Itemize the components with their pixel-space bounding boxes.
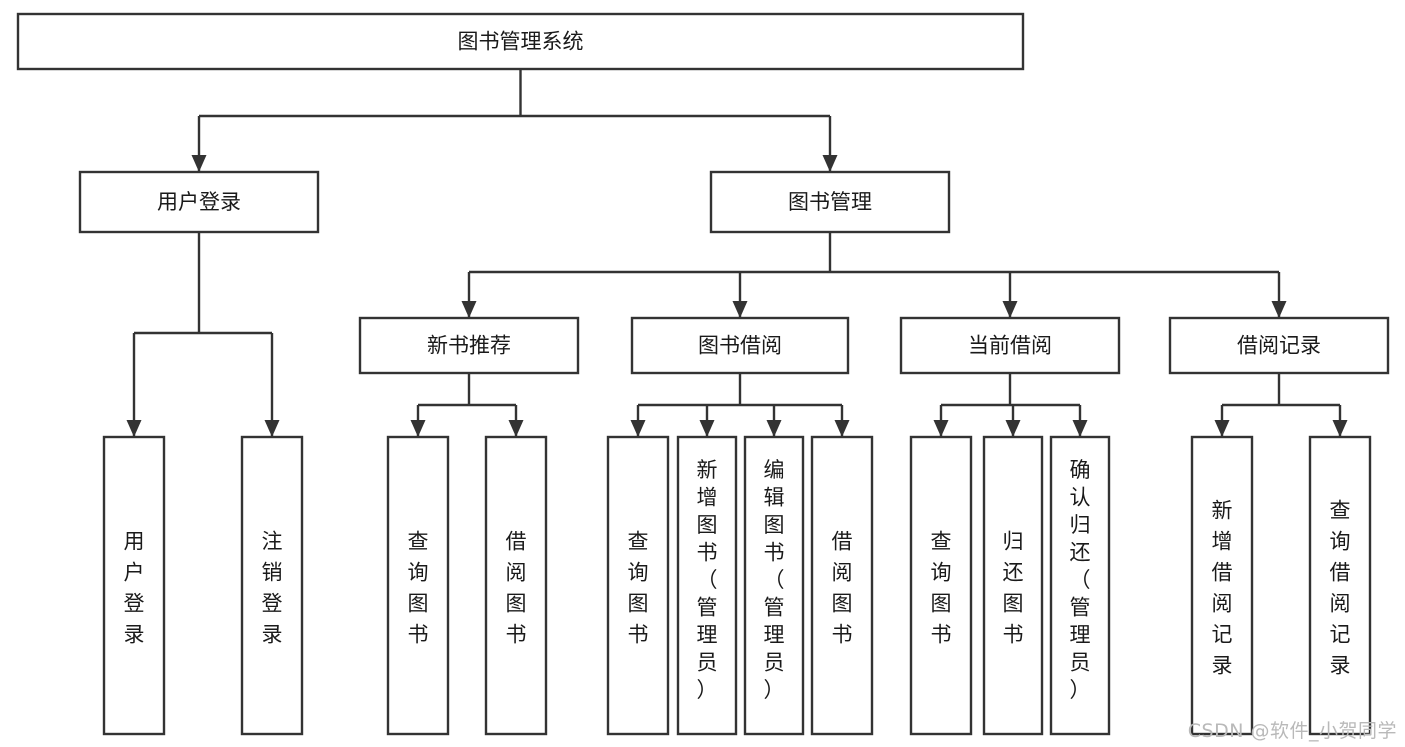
node-book-management[interactable]: 图书管理 <box>709 170 951 234</box>
arrow-head-icon <box>933 420 949 437</box>
connector-group-borrow-record <box>1214 373 1348 437</box>
node-box-leaf-add-borrow-record <box>1190 435 1254 736</box>
node-label-root: 图书管理系统 <box>458 30 584 54</box>
node-box-book-borrow <box>630 316 850 375</box>
node-box-leaf-confirm-return-admin <box>1049 435 1111 736</box>
node-box-current-borrow <box>899 316 1121 375</box>
node-label-book-borrow: 图书借阅 <box>698 334 782 358</box>
node-box-leaf-logout <box>240 435 304 736</box>
node-layer: 图书管理系统用户登录图书管理新书推荐图书借阅当前借阅借阅记录用户登录注销登录查询… <box>16 12 1390 736</box>
node-borrow-record[interactable]: 借阅记录 <box>1168 316 1390 375</box>
node-label-leaf-query-book-recommend: 查询图书 <box>408 529 429 646</box>
arrow-head-icon <box>1214 420 1230 437</box>
node-box-borrow-record <box>1168 316 1390 375</box>
node-label-leaf-query-book-current: 查询图书 <box>931 529 952 646</box>
node-leaf-query-borrow-record[interactable]: 查询借阅记录 <box>1308 435 1372 736</box>
arrow-head-icon <box>630 420 646 437</box>
arrow-head-icon <box>822 155 838 172</box>
arrow-head-icon <box>1332 420 1348 437</box>
arrow-head-icon <box>1271 301 1287 318</box>
node-label-leaf-add-borrow-record: 新增借阅记录 <box>1212 498 1233 677</box>
node-box-new-book-recommend <box>358 316 580 375</box>
node-root[interactable]: 图书管理系统 <box>16 12 1025 71</box>
node-label-leaf-borrow-book: 借阅图书 <box>832 529 853 646</box>
arrow-head-icon <box>1002 301 1018 318</box>
arrow-head-icon <box>834 420 850 437</box>
node-leaf-logout[interactable]: 注销登录 <box>240 435 304 736</box>
node-box-leaf-borrow-book <box>810 435 874 736</box>
node-user-login[interactable]: 用户登录 <box>78 170 320 234</box>
connector-group-current-borrow <box>933 373 1088 437</box>
connector-group-book-management <box>461 232 1287 318</box>
node-box-leaf-query-book-borrow <box>606 435 670 736</box>
node-leaf-query-book-recommend[interactable]: 查询图书 <box>386 435 450 736</box>
node-box-leaf-borrow-book-recommend <box>484 435 548 736</box>
node-leaf-edit-book-admin[interactable]: 编辑图书（管理员） <box>743 435 805 736</box>
node-label-book-management: 图书管理 <box>788 190 872 214</box>
arrow-head-icon <box>461 301 477 318</box>
node-label-leaf-return-book: 归还图书 <box>1003 529 1024 646</box>
node-leaf-add-book-admin[interactable]: 新增图书（管理员） <box>676 435 738 736</box>
node-label-leaf-edit-book-admin: 编辑图书（管理员） <box>764 458 785 702</box>
node-label-leaf-confirm-return-admin: 确认归还（管理员） <box>1070 458 1091 702</box>
node-leaf-return-book[interactable]: 归还图书 <box>982 435 1044 736</box>
arrow-head-icon <box>410 420 426 437</box>
connector-group-new-book-recommend <box>410 373 524 437</box>
node-label-leaf-query-borrow-record: 查询借阅记录 <box>1330 498 1351 677</box>
node-leaf-query-book-current[interactable]: 查询图书 <box>909 435 973 736</box>
node-book-borrow[interactable]: 图书借阅 <box>630 316 850 375</box>
node-leaf-confirm-return-admin[interactable]: 确认归还（管理员） <box>1049 435 1111 736</box>
node-label-user-login: 用户登录 <box>157 190 241 214</box>
node-box-leaf-query-book-recommend <box>386 435 450 736</box>
node-label-leaf-add-book-admin: 新增图书（管理员） <box>697 458 718 702</box>
node-leaf-add-borrow-record[interactable]: 新增借阅记录 <box>1190 435 1254 736</box>
arrow-head-icon <box>508 420 524 437</box>
node-current-borrow[interactable]: 当前借阅 <box>899 316 1121 375</box>
connector-group-root <box>191 69 838 172</box>
node-box-leaf-query-borrow-record <box>1308 435 1372 736</box>
node-label-leaf-logout: 注销登录 <box>262 529 283 646</box>
node-label-borrow-record: 借阅记录 <box>1237 334 1321 358</box>
node-label-leaf-borrow-book-recommend: 借阅图书 <box>506 529 527 646</box>
node-leaf-query-book-borrow[interactable]: 查询图书 <box>606 435 670 736</box>
connector-group-user-login <box>126 232 280 437</box>
node-box-leaf-edit-book-admin <box>743 435 805 736</box>
node-leaf-borrow-book-recommend[interactable]: 借阅图书 <box>484 435 548 736</box>
node-label-leaf-query-book-borrow: 查询图书 <box>628 529 649 646</box>
node-box-leaf-user-login <box>102 435 166 736</box>
node-leaf-borrow-book[interactable]: 借阅图书 <box>810 435 874 736</box>
node-leaf-user-login[interactable]: 用户登录 <box>102 435 166 736</box>
arrow-head-icon <box>126 420 142 437</box>
node-box-book-management <box>709 170 951 234</box>
connector-group-book-borrow <box>630 373 850 437</box>
arrow-head-icon <box>1005 420 1021 437</box>
node-label-new-book-recommend: 新书推荐 <box>427 334 511 358</box>
node-box-leaf-query-book-current <box>909 435 973 736</box>
arrow-head-icon <box>699 420 715 437</box>
node-box-user-login <box>78 170 320 234</box>
arrow-head-icon <box>191 155 207 172</box>
node-label-current-borrow: 当前借阅 <box>968 334 1052 358</box>
node-label-leaf-user-login: 用户登录 <box>124 529 145 646</box>
arrow-head-icon <box>1072 420 1088 437</box>
connector-layer <box>126 69 1348 437</box>
node-box-root <box>16 12 1025 71</box>
arrow-head-icon <box>766 420 782 437</box>
node-box-leaf-add-book-admin <box>676 435 738 736</box>
arrow-head-icon <box>732 301 748 318</box>
node-new-book-recommend[interactable]: 新书推荐 <box>358 316 580 375</box>
arrow-head-icon <box>264 420 280 437</box>
node-box-leaf-return-book <box>982 435 1044 736</box>
